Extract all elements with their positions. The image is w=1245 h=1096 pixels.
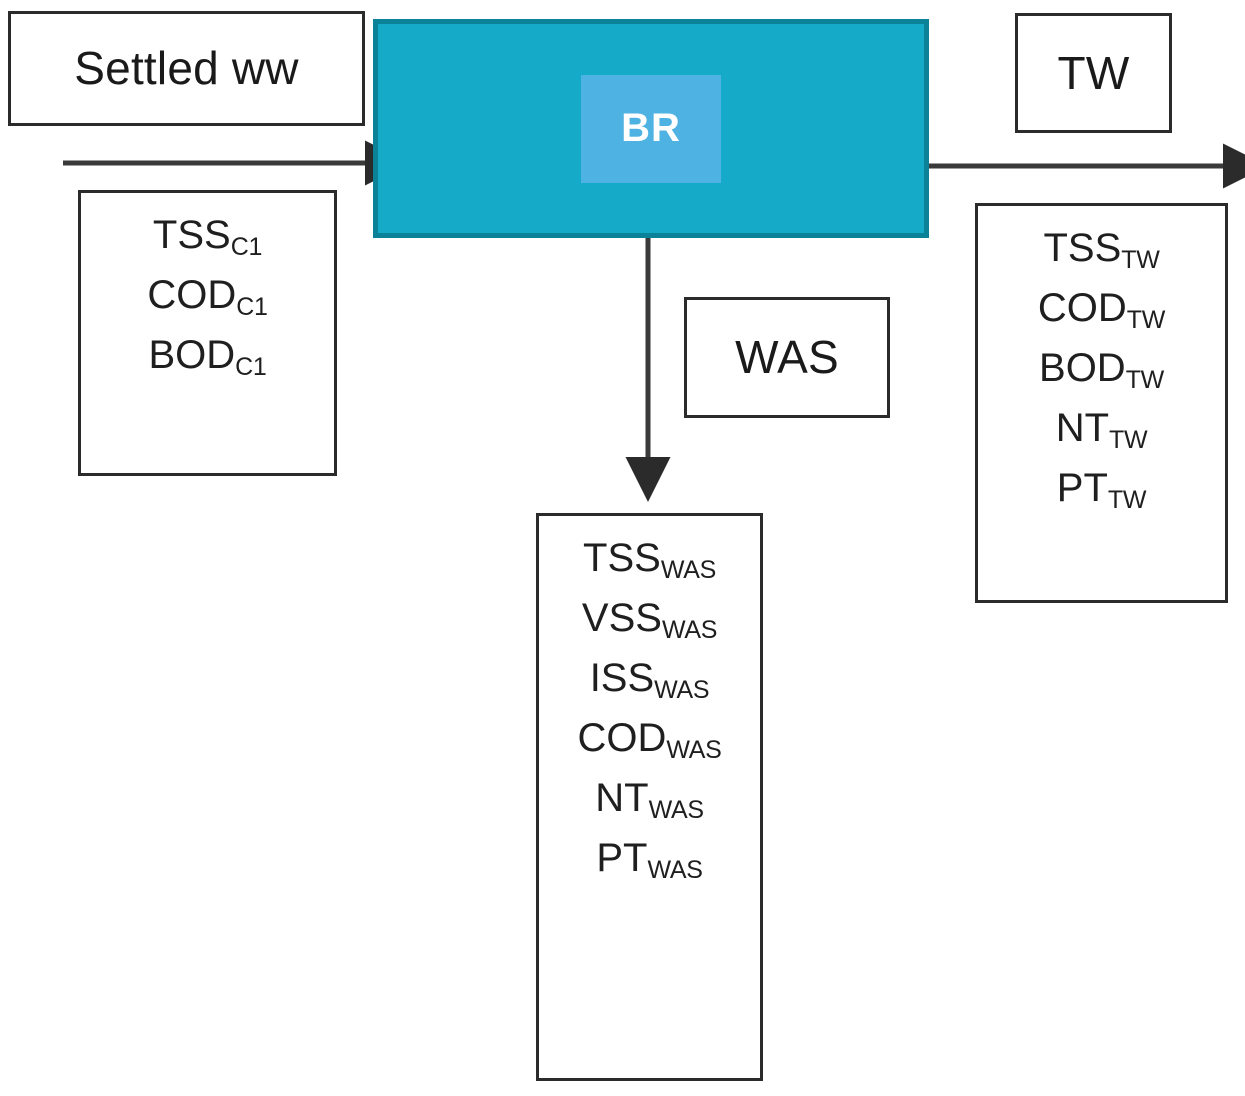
- param-base: COD: [577, 716, 667, 760]
- param-subscript: C1: [235, 353, 267, 381]
- param-item: NTWAS: [595, 776, 704, 823]
- param-subscript: TW: [1107, 486, 1147, 514]
- param-item: CODC1: [147, 273, 268, 320]
- param-base: TSS: [152, 213, 231, 257]
- param-item: NTTW: [1055, 406, 1148, 453]
- effluent-label: TW: [1057, 46, 1130, 99]
- param-item: BODC1: [148, 333, 266, 380]
- param-base: ISS: [589, 656, 655, 700]
- bioreactor-label: BR: [621, 106, 681, 150]
- param-base: TSS: [1043, 226, 1122, 270]
- param-item: TSSTW: [1043, 226, 1159, 273]
- param-subscript: TW: [1126, 306, 1166, 334]
- param-base: NT: [595, 776, 649, 820]
- sludge-parameter-box[interactable]: TSSWAS VSSWAS ISSWAS CODWAS NTWAS PTWAS: [536, 513, 763, 1081]
- param-item: BODTW: [1039, 346, 1164, 393]
- influent-label: Settled ww: [74, 42, 299, 95]
- param-item: TSSC1: [152, 213, 262, 260]
- influent-label-box[interactable]: Settled ww: [8, 11, 365, 126]
- param-base: BOD: [1039, 346, 1126, 390]
- param-item: TSSWAS: [583, 536, 716, 583]
- param-subscript: WAS: [648, 796, 704, 824]
- sludge-label-box[interactable]: WAS: [684, 297, 890, 418]
- param-subscript: TW: [1109, 426, 1148, 454]
- param-subscript: WAS: [654, 676, 710, 704]
- param-item: VSSWAS: [581, 596, 717, 643]
- param-item: ISSWAS: [589, 656, 710, 703]
- param-item: PTTW: [1056, 466, 1147, 513]
- effluent-label-box[interactable]: TW: [1015, 13, 1172, 133]
- param-base: PT: [1056, 466, 1108, 510]
- param-subscript: WAS: [661, 616, 718, 644]
- param-subscript: WAS: [660, 556, 716, 584]
- param-base: BOD: [148, 333, 236, 377]
- param-item: PTWAS: [596, 836, 703, 883]
- sludge-label: WAS: [735, 331, 839, 384]
- param-base: TSS: [583, 536, 661, 580]
- param-subscript: WAS: [647, 856, 703, 884]
- param-base: PT: [596, 836, 648, 880]
- param-base: VSS: [581, 596, 662, 640]
- param-base: NT: [1055, 406, 1110, 450]
- param-base: COD: [147, 273, 237, 317]
- param-subscript: WAS: [666, 736, 722, 764]
- param-item: CODTW: [1037, 286, 1165, 333]
- influent-parameter-box[interactable]: TSSC1 CODC1 BODC1: [78, 190, 337, 476]
- param-base: COD: [1037, 286, 1127, 330]
- param-item: CODWAS: [577, 716, 721, 763]
- param-subscript: C1: [230, 233, 263, 261]
- effluent-parameter-box[interactable]: TSSTW CODTW BODTW NTTW PTTW: [975, 203, 1228, 603]
- param-subscript: TW: [1125, 366, 1165, 394]
- param-subscript: C1: [236, 293, 268, 321]
- bioreactor-inner-label-box: BR: [581, 74, 721, 183]
- bioreactor-block[interactable]: BR: [373, 19, 929, 238]
- param-subscript: TW: [1121, 246, 1160, 274]
